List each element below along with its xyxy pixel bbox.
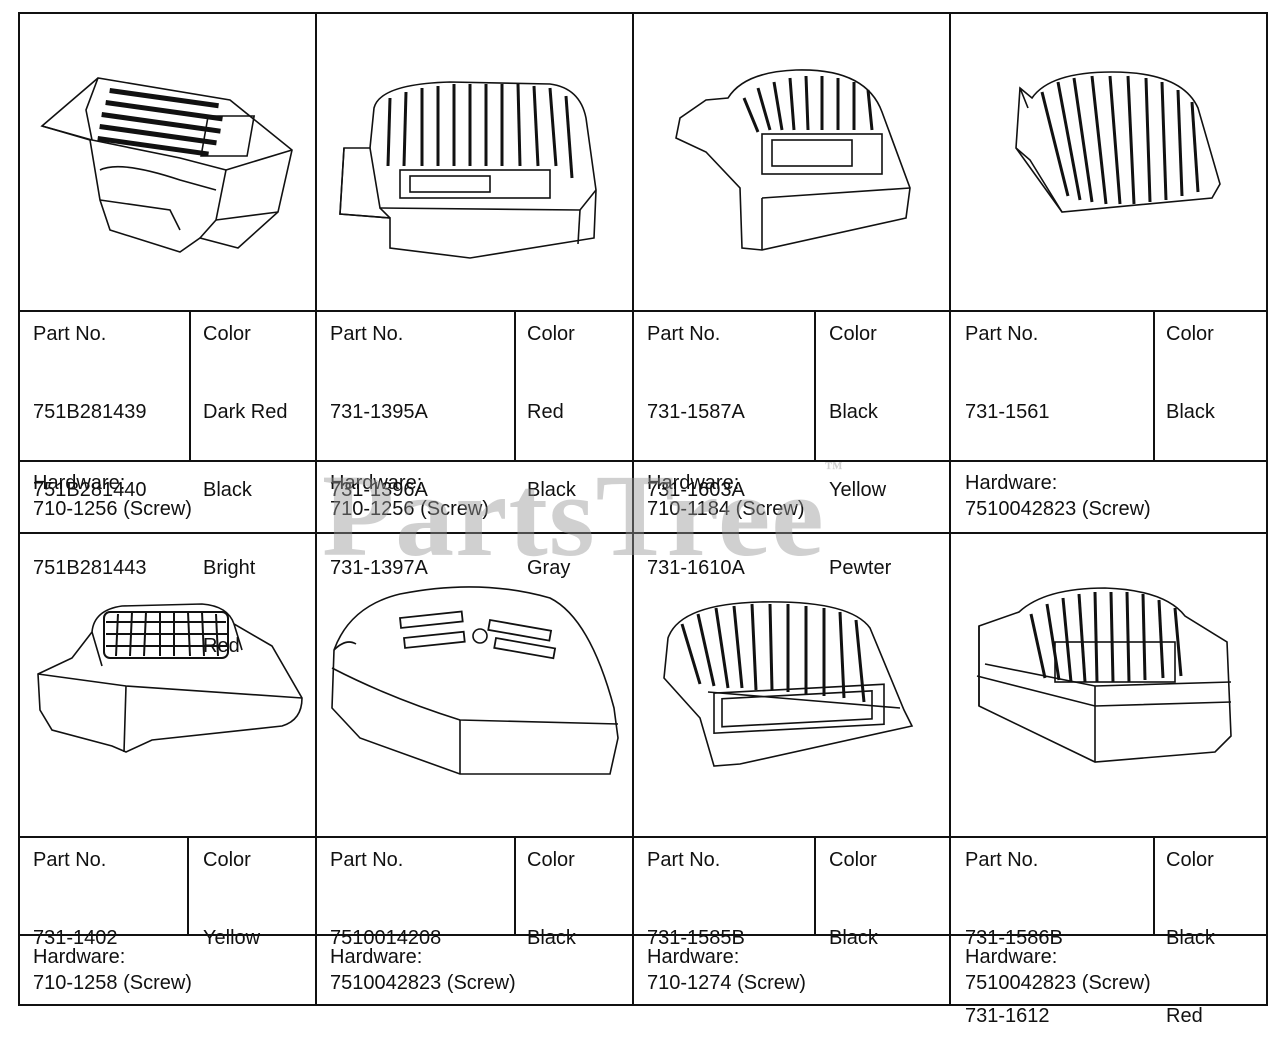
- part-number: 731-1585B: [647, 927, 745, 949]
- color-value: Black: [829, 927, 878, 949]
- hardware-label-1: Hardware:: [33, 472, 126, 494]
- part-list-2: 731-1395A 731-1396A 731-1397A: [330, 347, 428, 607]
- color-value: Pewter: [829, 557, 892, 579]
- hardware-label-7: Hardware:: [647, 946, 740, 968]
- part-no-header-8: Part No.: [965, 849, 1039, 871]
- part-number: 731-1612: [965, 1005, 1050, 1027]
- hardware-label-4: Hardware:: [965, 472, 1058, 494]
- blower-housing-3-icon: [675, 69, 911, 251]
- color-list-7: Black: [829, 873, 878, 977]
- part-no-header-3: Part No.: [647, 323, 721, 345]
- part-number: 731-1603A: [647, 479, 745, 501]
- part-number: 731-1587A: [647, 401, 745, 423]
- hardware-label-5: Hardware:: [33, 946, 126, 968]
- part-list-3: 731-1587A 731-1603A 731-1610A: [647, 347, 745, 607]
- color-header-1: Color: [203, 323, 251, 345]
- color-value: Yellow: [829, 479, 887, 501]
- color-header-8: Color: [1166, 849, 1214, 871]
- hardware-value-4: 7510042823 (Screw): [965, 498, 1151, 520]
- hardware-value-3: 710-1184 (Screw): [647, 498, 805, 520]
- blower-housing-6-icon: [331, 586, 619, 775]
- part-no-header-4: Part No.: [965, 323, 1039, 345]
- color-header-4: Color: [1166, 323, 1214, 345]
- color-list-3: Black Yellow Pewter: [829, 347, 891, 607]
- hardware-label-8: Hardware:: [965, 946, 1058, 968]
- hardware-value-6: 7510042823 (Screw): [330, 972, 516, 994]
- part-no-header-6: Part No.: [330, 849, 404, 871]
- color-value: Red: [203, 635, 240, 657]
- color-header-7: Color: [829, 849, 877, 871]
- part-number: 731-1402: [33, 927, 118, 949]
- color-header-6: Color: [527, 849, 575, 871]
- part-list-1: 751B281439 751B281440 751B281443: [33, 347, 146, 607]
- part-list-6: 7510014208: [330, 873, 441, 977]
- blower-housing-2-icon: [339, 81, 597, 259]
- part-list-5: 731-1402: [33, 873, 118, 977]
- color-list-4: Black: [1166, 347, 1215, 451]
- part-number: 751B281443: [33, 557, 147, 579]
- part-number: 751B281439: [33, 401, 147, 423]
- color-value: Black: [527, 479, 576, 501]
- part-number: 751B281440: [33, 479, 147, 501]
- color-value: Black: [1166, 401, 1215, 423]
- color-value: Black: [1166, 927, 1215, 949]
- hardware-label-2: Hardware:: [330, 472, 423, 494]
- part-number: 731-1396A: [330, 479, 428, 501]
- blower-housing-8-icon: [976, 587, 1232, 763]
- parts-sheet: [18, 12, 1268, 1006]
- part-number: 731-1561: [965, 401, 1050, 423]
- color-value: Black: [203, 479, 252, 501]
- color-value: Dark Red: [203, 401, 288, 423]
- part-number: 731-1610A: [647, 557, 745, 579]
- color-value: Gray: [527, 557, 571, 579]
- hardware-label-3: Hardware:: [647, 472, 740, 494]
- part-no-header-2: Part No.: [330, 323, 404, 345]
- part-no-header-7: Part No.: [647, 849, 721, 871]
- part-number: 731-1397A: [330, 557, 428, 579]
- part-number: 731-1395A: [330, 401, 428, 423]
- part-number: 731-1586B: [965, 927, 1063, 949]
- color-list-2: Red Black Gray: [527, 347, 576, 607]
- color-header-5: Color: [203, 849, 251, 871]
- hardware-value-5: 710-1258 (Screw): [33, 972, 192, 994]
- part-list-7: 731-1585B: [647, 873, 745, 977]
- color-value: Yellow: [203, 927, 261, 949]
- blower-housing-5-icon: [37, 603, 303, 753]
- part-no-header-1: Part No.: [33, 323, 107, 345]
- color-list-5: Yellow: [203, 873, 260, 977]
- part-list-4: 731-1561: [965, 347, 1050, 451]
- hardware-value-8: 7510042823 (Screw): [965, 972, 1151, 994]
- color-list-1: Dark Red Black Bright Red: [203, 347, 287, 685]
- blower-housing-1-icon: [40, 77, 293, 253]
- color-value: Red: [1166, 1005, 1203, 1027]
- color-value: Bright: [203, 557, 256, 579]
- hardware-label-6: Hardware:: [330, 946, 423, 968]
- color-value: Black: [829, 401, 878, 423]
- part-number: 7510014208: [330, 927, 442, 949]
- color-list-8: Black Red: [1166, 873, 1215, 1055]
- color-list-6: Black: [527, 873, 576, 977]
- blower-housing-7-icon: [663, 601, 914, 767]
- blower-housing-4-icon: [1015, 71, 1221, 213]
- hardware-value-1: 710-1256 (Screw): [33, 498, 192, 520]
- part-no-header-5: Part No.: [33, 849, 107, 871]
- color-value: Red: [527, 401, 564, 423]
- hardware-value-7: 710-1274 (Screw): [647, 972, 806, 994]
- color-value: Black: [527, 927, 576, 949]
- color-header-3: Color: [829, 323, 877, 345]
- color-header-2: Color: [527, 323, 575, 345]
- hardware-value-2: 710-1256 (Screw): [330, 498, 489, 520]
